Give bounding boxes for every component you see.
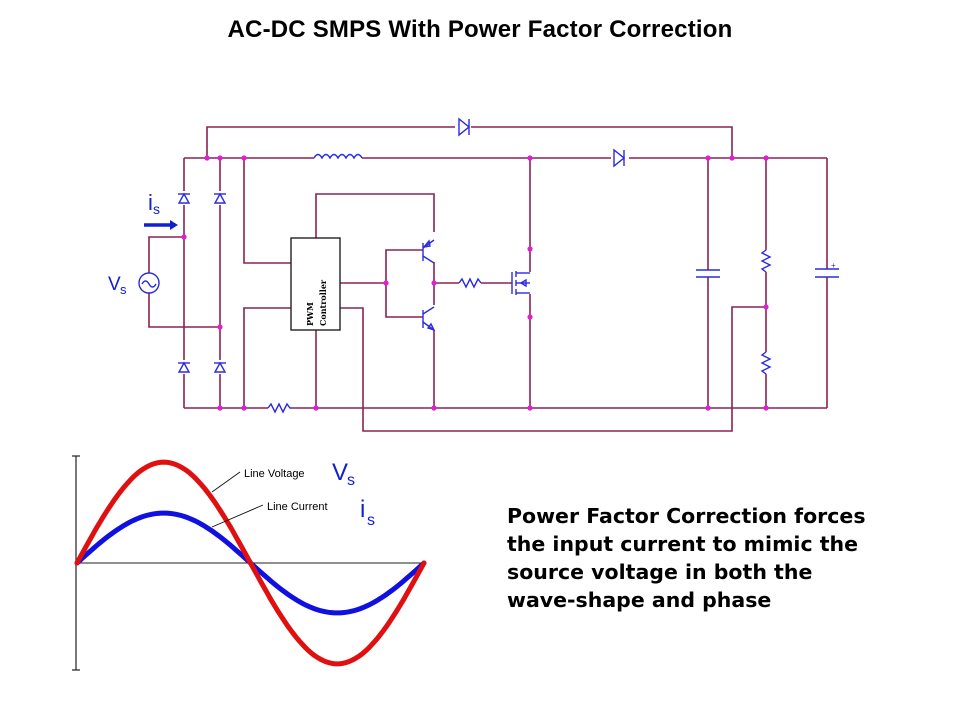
junction-nodes xyxy=(181,155,769,411)
description-line: source voltage in both the xyxy=(507,560,813,584)
gate-resistor-icon xyxy=(458,277,482,289)
ac-source-icon xyxy=(138,272,160,294)
vs-subscript: s xyxy=(120,282,127,297)
mosfet-icon xyxy=(511,158,531,408)
sense-resistor-icon xyxy=(267,402,292,414)
current-arrow-icon xyxy=(144,220,178,230)
totem-pole-driver xyxy=(385,239,512,408)
line-current-series xyxy=(74,510,427,616)
current-leader-line xyxy=(211,504,264,528)
line-voltage-annotation: Line Voltage xyxy=(244,468,305,480)
line-voltage-series xyxy=(74,459,427,667)
ac-source xyxy=(138,236,220,328)
bypass-diode-icon xyxy=(455,117,471,137)
pwm-controller: PWM Controller xyxy=(290,237,341,331)
line-current-annotation: Line Current xyxy=(267,501,328,513)
pfc-description: Power Factor Correction forces the input… xyxy=(507,502,947,614)
is-wave-label: i xyxy=(360,496,365,523)
inductor-icon xyxy=(313,153,363,160)
controller-label-1: PWM xyxy=(305,302,315,326)
feedback-wire xyxy=(340,306,766,432)
pnp-transistor-icon xyxy=(422,239,435,264)
diode-icon xyxy=(213,191,227,205)
voltage-leader-line xyxy=(211,471,241,493)
controller-wiring xyxy=(243,158,435,408)
is-wave-subscript: s xyxy=(367,512,375,529)
chart-axes xyxy=(72,455,425,671)
vs-label: V xyxy=(108,274,121,295)
description-line: the input current to mimic the xyxy=(507,532,859,556)
diode-icon xyxy=(177,360,191,374)
battery-icon: + xyxy=(815,158,839,408)
description-line: Power Factor Correction forces xyxy=(507,504,866,528)
feedback-divider xyxy=(760,158,772,408)
is-subscript: s xyxy=(153,201,160,217)
is-label: i xyxy=(148,190,153,215)
output-capacitor-icon xyxy=(696,158,720,408)
boost-diode-icon xyxy=(611,148,629,168)
svg-text:+: + xyxy=(831,261,836,270)
vs-wave-subscript: s xyxy=(347,472,355,489)
slide-title: AC-DC SMPS With Power Factor Correction xyxy=(227,16,733,43)
pfc-schematic: V s i s PWM Controller xyxy=(108,117,839,432)
description-line: wave-shape and phase xyxy=(507,588,772,612)
vs-wave-label: V xyxy=(332,459,348,486)
diode-icon xyxy=(177,191,191,205)
npn-transistor-icon xyxy=(422,306,436,332)
bridge-rectifier xyxy=(177,158,227,408)
controller-label-2: Controller xyxy=(318,279,328,326)
diode-icon xyxy=(213,360,227,374)
